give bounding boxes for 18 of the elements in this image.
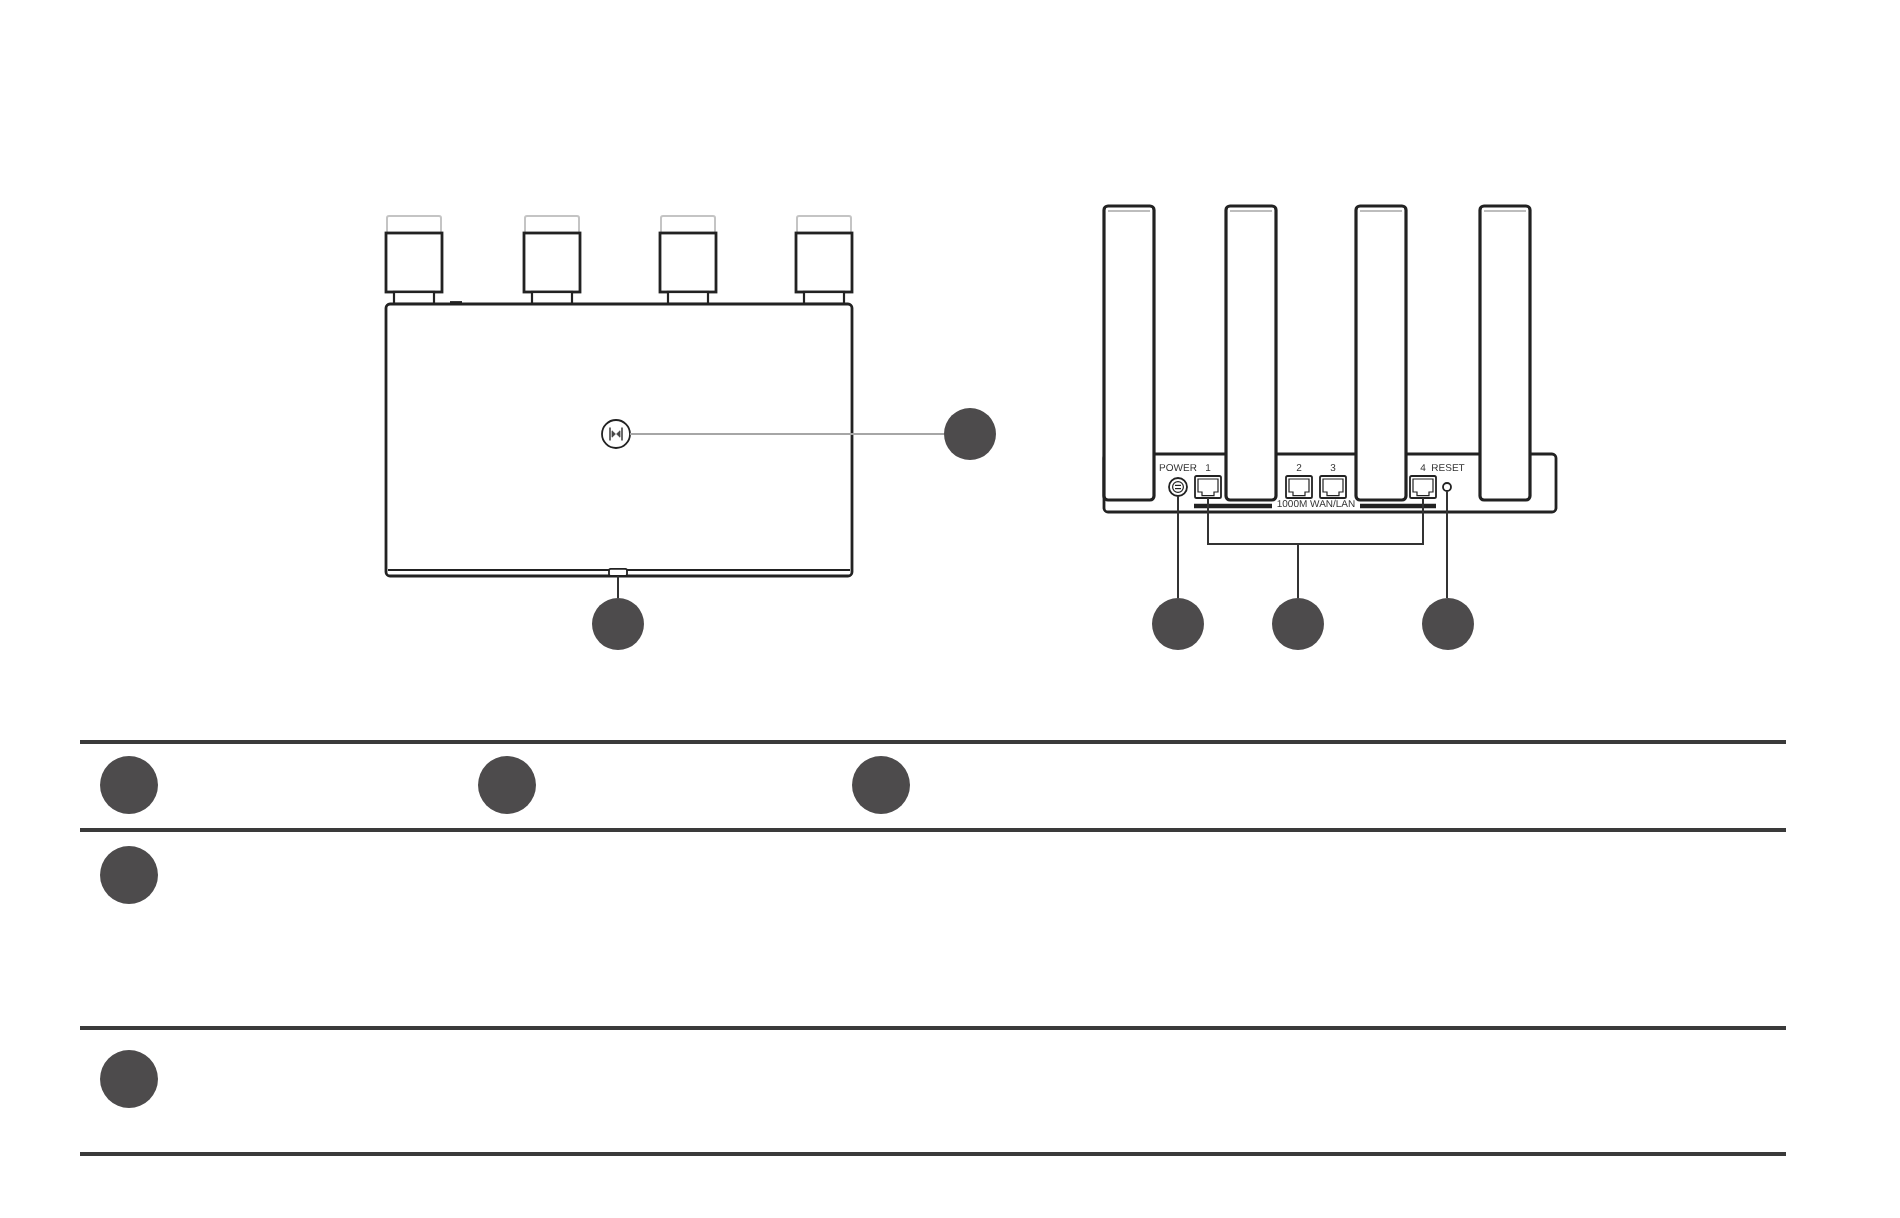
leader-line: [629, 433, 945, 435]
callout-dot: [1152, 598, 1204, 650]
leader-line: [1177, 495, 1179, 599]
callout-dot: [477, 756, 535, 814]
callout-dot: [851, 756, 909, 814]
callout-dot: [1272, 598, 1324, 650]
callout-dot: [1421, 598, 1473, 650]
round-button: [601, 419, 631, 449]
callout-dot: [944, 408, 996, 460]
callout-dot: [592, 598, 644, 650]
leader-line: [1297, 497, 1424, 599]
callout-dot: [99, 1049, 157, 1107]
leader-line: [1446, 490, 1448, 599]
reset-hole: [1442, 482, 1452, 492]
callout-dot: [99, 756, 157, 814]
callout-dot: [99, 845, 157, 903]
indicator-light: [608, 568, 628, 577]
leader-line: [617, 574, 619, 599]
